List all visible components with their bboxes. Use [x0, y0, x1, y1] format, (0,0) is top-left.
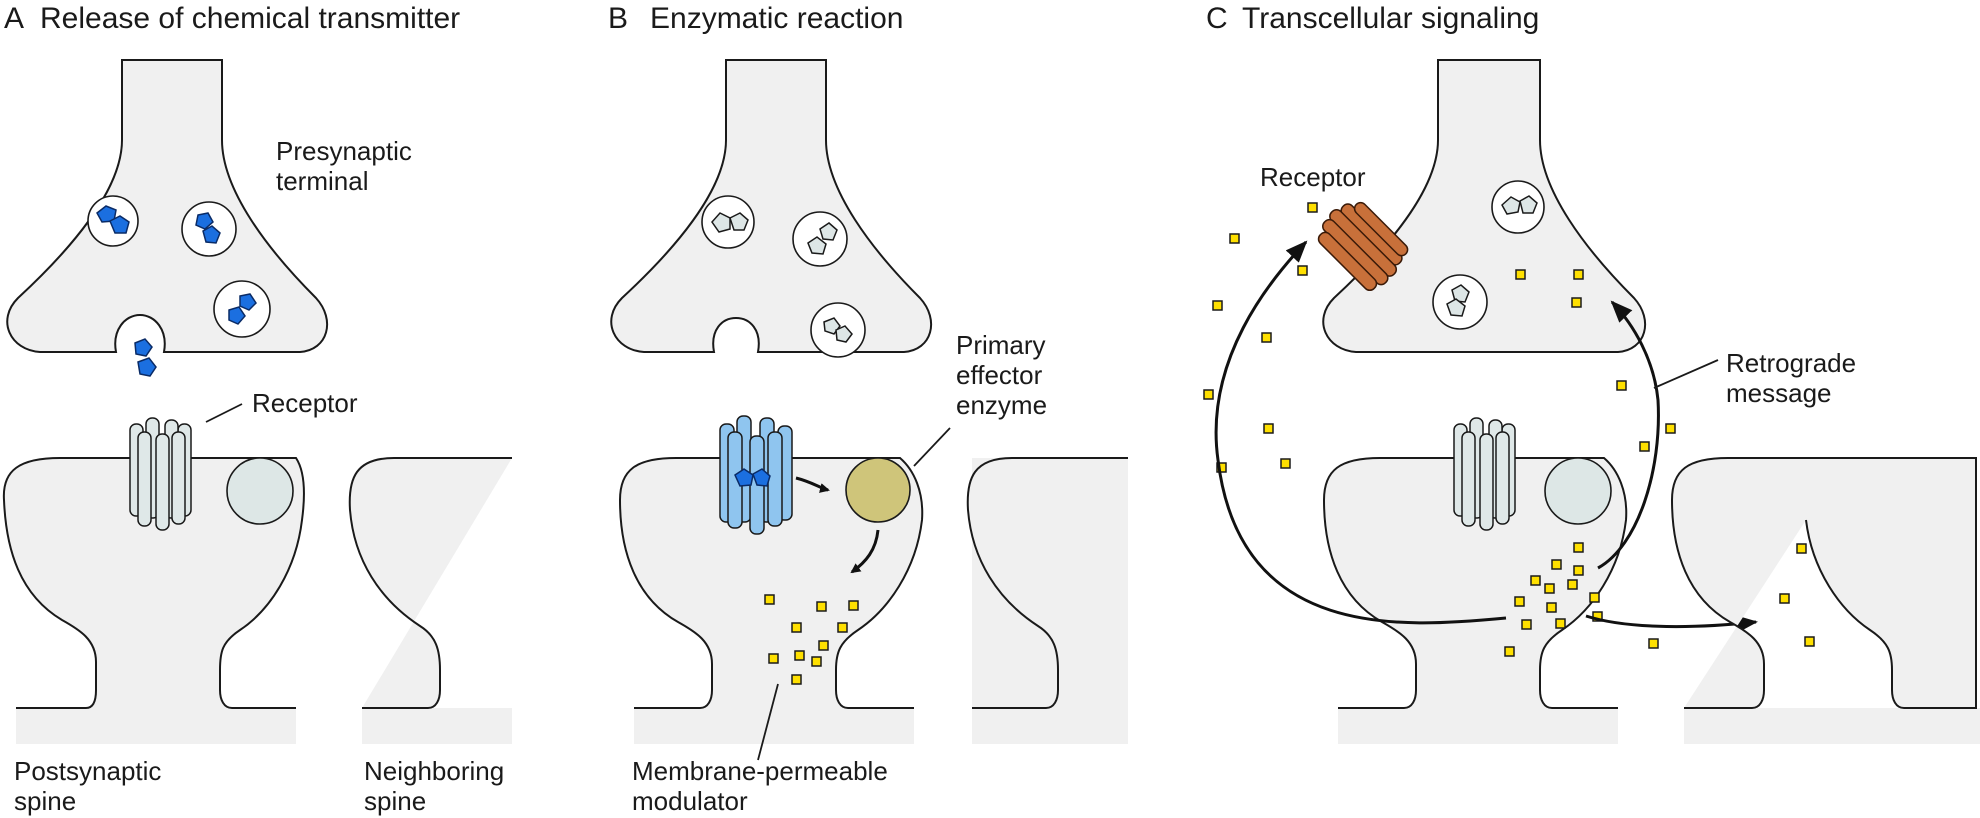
receptor-channel [129, 417, 192, 531]
vesicle [701, 195, 755, 249]
retrograde-messenger [1203, 202, 1676, 473]
arrow [850, 529, 880, 574]
enzyme-label: Primary [956, 330, 1046, 360]
neighboring-spine-label: Neighboring [364, 756, 504, 786]
panel-a-letter: A [4, 2, 24, 35]
panel-a: A Release of chemical transmitter Presyn… [2, 2, 512, 816]
presynaptic-receptor [1317, 201, 1409, 292]
retrograde-message-label: Retrograde [1726, 348, 1856, 378]
enzyme-label: effector [956, 360, 1043, 390]
dendrite-shaft [634, 708, 914, 744]
released-transmitter [134, 338, 157, 377]
postsynaptic-spine-label: Postsynaptic [14, 756, 161, 786]
neighboring-spine [1670, 457, 1977, 709]
postsynaptic-spine-label: spine [14, 786, 76, 816]
activated-receptor-channel [719, 415, 793, 535]
postsynaptic-spine [2, 457, 305, 709]
receptor-channel [1453, 417, 1516, 531]
leader-line [913, 427, 951, 467]
neighboring-dendrite [362, 708, 512, 744]
panel-a-title: Release of chemical transmitter [40, 2, 460, 35]
neighboring-dendrite [1684, 708, 1980, 744]
enzyme [1544, 457, 1612, 525]
leader-line [757, 683, 779, 761]
vesicle [1432, 274, 1488, 330]
leader-line [205, 403, 243, 423]
vesicle [87, 195, 139, 247]
dendrite-shaft [16, 708, 296, 744]
panel-c-letter: C [1206, 2, 1228, 35]
postsynaptic-spine [1322, 457, 1628, 709]
enzyme [226, 457, 294, 525]
vesicle [810, 302, 866, 358]
enzyme-label: enzyme [956, 390, 1047, 420]
retrograde-arrow [1214, 240, 1507, 625]
panel-b: B Enzymatic reaction Primary effector en… [608, 2, 1128, 816]
neighboring-spine [348, 457, 512, 709]
presynaptic-terminal-label: terminal [276, 166, 368, 196]
vesicle [792, 211, 848, 267]
panel-c-title: Transcellular signaling [1242, 2, 1539, 35]
modulator-label: Membrane-permeable [632, 756, 888, 786]
presynaptic-terminal [1322, 59, 1647, 353]
retrograde-arrow [1597, 300, 1660, 570]
receptor-label: Receptor [252, 388, 358, 418]
presynaptic-terminal [610, 59, 933, 353]
presynaptic-terminal [6, 59, 329, 353]
arrow [795, 476, 830, 493]
panel-b-letter: B [608, 2, 628, 35]
neighboring-spine [966, 457, 1128, 709]
panel-c: C Transcellular signaling Receptor [1203, 2, 1980, 744]
leader-line [1653, 359, 1719, 389]
primary-effector-enzyme [845, 457, 911, 523]
neighboring-spine-label: spine [364, 786, 426, 816]
retrograde-message-label: message [1726, 378, 1832, 408]
vesicle [181, 201, 237, 257]
retrograde-messenger [1504, 542, 1659, 657]
retrograde-messenger [1779, 543, 1815, 647]
panel-b-title: Enzymatic reaction [650, 2, 903, 35]
presynaptic-terminal-label: Presynaptic [276, 136, 412, 166]
postsynaptic-spine [618, 457, 924, 709]
dendrite-shaft [1338, 708, 1618, 744]
vesicle [213, 280, 271, 338]
membrane-permeable-modulator [764, 594, 859, 685]
vesicle [1491, 180, 1545, 234]
receptor-label: Receptor [1260, 162, 1366, 192]
modulator-label: modulator [632, 786, 748, 816]
